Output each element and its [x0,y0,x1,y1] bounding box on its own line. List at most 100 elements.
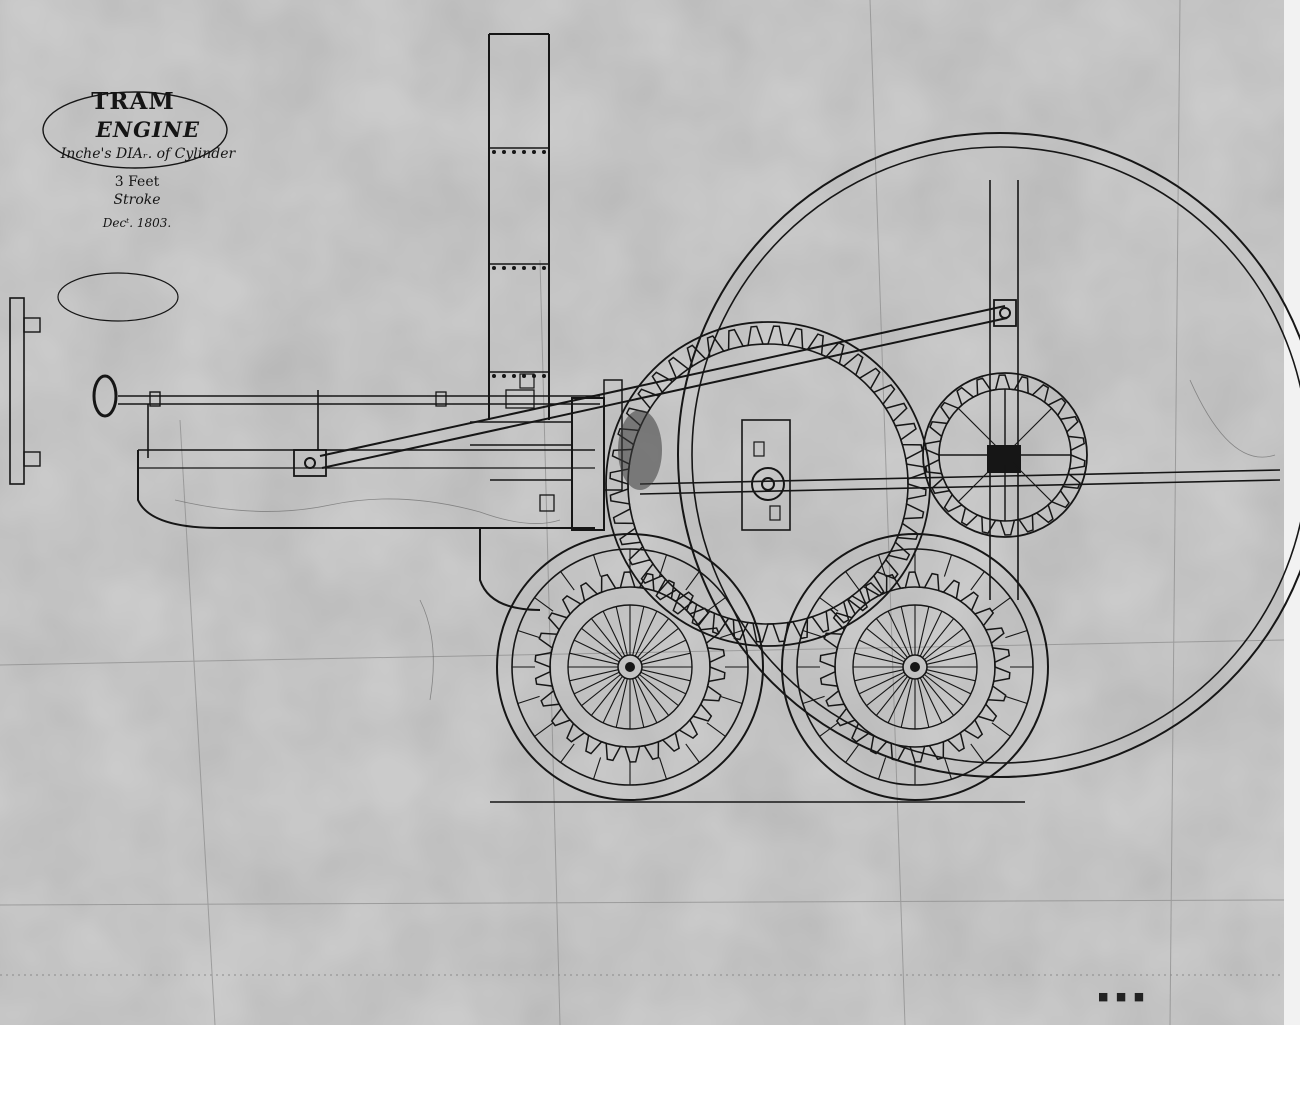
right-wheel-rim-spoke [845,743,860,763]
right-wheel-spoke [919,610,943,657]
stroke-label: Stroke [113,192,161,208]
right-wheel-gear-teeth [819,571,1011,763]
left-wheel-rim-spoke [534,597,554,612]
right-wheel-spoke [924,627,964,660]
left-wheel-spoke [581,627,621,660]
wheel-spokes [512,389,1071,785]
right-wheel-rim-spoke [943,554,953,577]
flywheel [677,132,1300,778]
left-wheel-spoke [632,678,645,728]
right-wheel-spoke [854,669,904,682]
right-wheel-spoke [926,669,976,682]
left-wheel-spoke [569,652,619,665]
right-wheel-spoke [924,674,964,707]
right-wheel-rim-spoke [877,554,887,577]
left-wheel-spoke [632,606,645,656]
left-wheel-spoke [573,671,620,695]
left-wheel-rim-spoke [658,554,668,577]
left-wheel-spoke [634,610,658,657]
chimney [488,33,550,420]
left-wheel-spoke [640,671,687,695]
left-wheel-rim-spoke [560,571,575,591]
right-wheel-rim-spoke [970,743,985,763]
title-block: TRAM ENGINE Inche's DIAᵣ. of Cylinder 3 … [18,88,278,230]
right-wheel-spoke [925,671,972,695]
left-wheel-spoke [637,676,670,716]
left-wheel-spoke [639,674,679,707]
right-wheel-rim-spoke [991,597,1011,612]
left-wheel-spoke [640,639,687,663]
right-wheel-spoke [875,618,908,658]
paper-stains [0,0,1300,1025]
left-wheel-rim-spoke [685,571,700,591]
plate-marks: ■ ■ ■ [1098,990,1147,1003]
right-wheel-spoke [900,606,913,656]
left-wheel-gear-teeth [534,571,726,763]
left-wheel-spoke [569,669,619,682]
right-wheel-rim-spoke [1005,695,1028,705]
left-wheel-spoke [581,674,621,707]
right-wheel-rim-spoke [970,571,985,591]
left-wheel-rim-spoke [720,629,743,639]
drawing-date: Decᵗ. 1803. [102,216,172,230]
engineering-drawing-sheet: TRAM ENGINE Inche's DIAᵣ. of Cylinder 3 … [0,0,1300,1025]
right-wheel-spoke [900,678,913,728]
left-wheel-spoke [639,627,679,660]
cylinder-diameter-note: Inche's DIAᵣ. of Cylinder [60,146,236,162]
left-wheel-rim-spoke [534,722,554,737]
right-wheel-spoke [887,677,911,724]
right-wheel-rim-spoke [819,597,839,612]
right-wheel-rim-spoke [802,629,825,639]
title-line-tram: TRAM [91,88,175,115]
right-wheel-spoke [875,676,908,716]
right-wheel-spoke [926,652,976,665]
bottom-white-margin [0,1025,1300,1114]
left-wheel-rim-spoke [685,743,700,763]
right-wheel-rim-spoke [1005,629,1028,639]
left-wheel-spoke [615,606,628,656]
right-wheel-spoke [917,606,930,656]
right-wheel-rim-spoke [845,571,860,591]
stroke-length: 3 Feet [114,174,160,190]
ink-shadow [618,410,662,490]
right-wheel-spoke [922,618,955,658]
right-wheel-rim-spoke [819,722,839,737]
drawing-canvas [0,0,1300,1025]
left-wheel-rim-spoke [658,757,668,780]
crank-gear-spoke [957,407,999,449]
left-wheel-spoke [634,677,658,724]
drive-gear-teeth [609,325,927,643]
right-wheel-spoke [917,678,930,728]
right-wheel-rim-spoke [802,695,825,705]
left-wheel-spoke [641,669,691,682]
center-axle-housing [639,419,1281,531]
control-handle [92,374,161,418]
left-wheel-spoke [573,639,620,663]
cylinder-block [470,379,623,531]
right-wheel-spoke [925,639,972,663]
right-wheel-spoke [866,674,906,707]
paper-cracks [174,379,1276,701]
right-wheel-spoke [858,639,905,663]
crosshead [293,449,327,477]
right-wheel-spoke [887,610,911,657]
title-cartouche [42,91,228,169]
left-wheel-spoke [602,677,626,724]
right-wheel-spoke [866,627,906,660]
left-wheel-rim-spoke [560,743,575,763]
left-wheel-rim-spoke [517,629,540,639]
left-wheel-spoke [590,676,623,716]
right-wheel-spoke [922,676,955,716]
left-wheel-rim-spoke [720,695,743,705]
left-wheel-spoke [637,618,670,658]
locomotive-drawing [9,33,1300,803]
left-wheel-rim-spoke [592,554,602,577]
date-cartouche [57,272,179,322]
left-wheel-rim-spoke [592,757,602,780]
right-wheel-spoke [858,671,905,695]
left-wheel-rim-spoke [517,695,540,705]
crank-gear-spoke [1011,461,1053,503]
crank-gear-spoke [1011,407,1053,449]
left-wheel-spoke [602,610,626,657]
right-wheel-rim-spoke [943,757,953,780]
